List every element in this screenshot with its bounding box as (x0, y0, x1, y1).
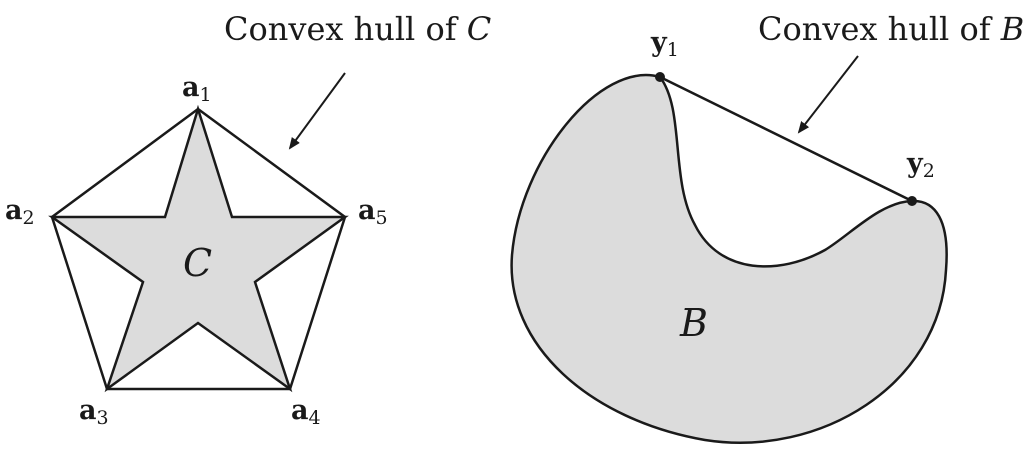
point-label-y2: y2 (906, 148, 935, 182)
convex-hull-c-arrow (288, 72, 346, 150)
point-y2 (907, 196, 917, 206)
vertex-label-a5: a5 (358, 195, 388, 229)
point-y1 (655, 72, 665, 82)
star-set-c (48, 104, 349, 393)
vertex-label-a1: a1 (182, 72, 212, 106)
set-label-c: C (183, 241, 212, 285)
caption-convex-hull-c: Convex hull of C (224, 10, 491, 48)
set-label-b: B (679, 301, 708, 345)
left-figure: Convex hull of C C a1 a2 a3 a4 a5 (5, 10, 491, 429)
right-figure: Convex hull of B B y1 y2 (510, 10, 1024, 444)
vertex-label-a4: a4 (291, 395, 321, 429)
caption-convex-hull-b: Convex hull of B (758, 10, 1024, 48)
vertex-label-a2: a2 (5, 195, 35, 229)
kidney-set-b (510, 73, 948, 444)
vertex-label-a3: a3 (79, 395, 109, 429)
point-label-y1: y1 (650, 27, 679, 61)
convex-hull-b-arrow (797, 55, 859, 134)
pentagon-convex-hull-c (50, 107, 347, 391)
convex-hull-b-segment (659, 75, 913, 203)
